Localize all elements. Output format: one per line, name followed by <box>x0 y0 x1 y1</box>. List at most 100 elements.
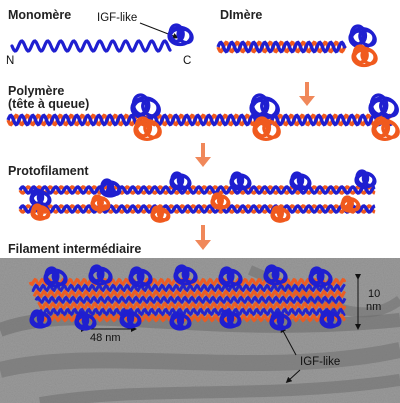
protofilament-strand-top <box>18 185 376 195</box>
filament-igf-bottom-5-loop-3 <box>270 315 283 329</box>
filament-title: Filament intermédiaire <box>8 242 141 256</box>
filament-igf-bottom-2-loop-3 <box>120 313 133 327</box>
down-arrow-icon-head <box>195 157 211 167</box>
filament-igf-bottom-5 <box>269 311 292 331</box>
filament-strand-2 <box>32 289 347 298</box>
protofilament-igf-blue-4 <box>289 171 312 191</box>
igf-like-label-bottom: IGF-like <box>300 356 340 368</box>
filament-igf-bottom-6-loop-3 <box>320 313 333 327</box>
filament-igf-bottom-2 <box>119 309 142 329</box>
n-terminus-label: N <box>6 55 14 67</box>
down-arrow-icon <box>299 82 315 106</box>
dimer-coil <box>216 40 347 54</box>
filament-igf-top-4-loop-3 <box>219 270 233 286</box>
down-arrow-icon-head <box>195 240 211 250</box>
protofilament-strand-bottom <box>18 204 376 214</box>
protofilament-igf-blue-1 <box>99 178 122 198</box>
filament-igf-bottom-4 <box>219 309 242 329</box>
igf-like-callout-line-bottom-1 <box>280 326 297 356</box>
protofilament-igf-blue-0-loop-3 <box>30 192 43 206</box>
igf-like-label-top: IGF-like <box>97 12 137 24</box>
micrograph-fiber-3 <box>39 374 400 403</box>
filament-igf-bottom-3 <box>169 311 192 331</box>
filament-igf-top-3-loop-3 <box>174 268 188 284</box>
polymer-igf-domain-orange-a-loop-3 <box>134 121 150 139</box>
protofilament-igf-orange-0-loop-3 <box>31 206 43 220</box>
polymer-igf-domain-orange-c-loop-3 <box>372 121 388 139</box>
filament-igf-bottom-0 <box>29 309 52 329</box>
polymer-igf-domain-orange-a <box>133 116 162 141</box>
monomer-title: Monomère <box>8 8 71 22</box>
protofilament-igf-orange-3-loop-3 <box>211 195 223 209</box>
diameter-label-line2: nm <box>366 301 381 313</box>
protofilament-strand-bottom-orange-strand <box>18 204 376 214</box>
protofilament-igf-orange-1-loop-3 <box>91 197 103 211</box>
filament-igf-bottom-0-loop-3 <box>30 313 43 327</box>
monomer-coil-strand <box>10 39 172 53</box>
protofilament-igf-orange-4 <box>270 205 291 223</box>
filament-strand-4 <box>37 301 347 311</box>
polymer-igf-domain-orange-c <box>371 116 400 141</box>
down-arrow-icon-head <box>299 96 315 106</box>
protofilament-igf-orange-5 <box>340 195 361 213</box>
monomer-coil <box>10 39 172 53</box>
protofilament-igf-blue-1-loop-3 <box>100 182 113 196</box>
polymer-coil <box>6 113 394 127</box>
dimer-coil-blue-strand <box>216 40 347 54</box>
filament-igf-top-1-loop-3 <box>89 268 103 284</box>
down-arrow-icon <box>195 143 211 167</box>
filament-igf-bottom-6 <box>319 309 342 329</box>
filament-strand-5 <box>38 307 346 317</box>
protofilament-strand-top-orange-strand <box>18 185 376 195</box>
polymer-coil-blue-strand <box>6 113 394 127</box>
filament-igf-bottom-3-loop-3 <box>170 315 183 329</box>
filament-igf-top-6-loop-3 <box>309 270 323 286</box>
igf-like-callout-line-bottom-2 <box>285 369 301 384</box>
polymer-title-line2: (tête à queue) <box>8 97 89 111</box>
polymer-igf-domain-orange-b-loop-3 <box>253 121 269 139</box>
filament-strand-3 <box>34 295 347 304</box>
protofilament-igf-orange-1 <box>90 194 111 212</box>
filament-igf-top-5-loop-3 <box>264 268 278 284</box>
down-arrow-icon <box>195 225 211 250</box>
protofilament-igf-blue-5 <box>354 169 377 189</box>
protofilament-title: Protofilament <box>8 164 89 178</box>
polymer-igf-domain-blue-a-loop-3 <box>131 98 148 117</box>
protofilament-igf-orange-3 <box>210 192 231 210</box>
filament-igf-top-3 <box>173 264 198 286</box>
diameter-label-line1: 10 <box>368 288 380 300</box>
polymer-igf-domain-blue-b <box>249 93 280 120</box>
polymer-igf-domain-orange-b <box>252 116 281 141</box>
filament-igf-top-0 <box>43 266 68 288</box>
polymer-igf-domain-blue-a <box>130 93 161 120</box>
c-terminus-label: C <box>183 55 191 67</box>
filament-igf-bottom-4-loop-3 <box>220 313 233 327</box>
filament-igf-top-2 <box>128 266 153 288</box>
monomer-igf-domain <box>167 23 194 47</box>
polymer-igf-domain-blue-c-loop-3 <box>369 98 386 117</box>
monomer-igf-domain-loop-3 <box>168 28 183 44</box>
filament-igf-top-2-loop-3 <box>129 270 143 286</box>
filament-igf-bottom-1 <box>74 311 97 331</box>
micrograph-panel <box>0 258 400 403</box>
filament-igf-bottom-1-loop-3 <box>75 315 88 329</box>
protofilament-igf-orange-4-loop-3 <box>271 208 283 222</box>
protofilament-igf-orange-2 <box>150 205 171 223</box>
polymer-title-line1: Polymère <box>8 84 64 98</box>
protofilament-igf-orange-0 <box>30 203 51 221</box>
protofilament-strand-top-blue-strand <box>18 185 376 195</box>
filament-strand-1 <box>31 283 346 293</box>
protofilament-igf-blue-3 <box>229 171 252 191</box>
filament-igf-top-1 <box>88 264 113 286</box>
protofilament-igf-blue-5-loop-3 <box>355 173 368 187</box>
protofilament-igf-orange-5-loop-3 <box>341 198 353 212</box>
protofilament-igf-blue-4-loop-3 <box>290 175 303 189</box>
dimer-title: DImère <box>220 8 262 22</box>
protofilament-igf-blue-2-loop-3 <box>170 175 183 189</box>
dimer-igf-domain-blue <box>348 24 377 49</box>
dimer-igf-domain-orange <box>351 44 378 68</box>
protofilament-igf-blue-2 <box>169 171 192 191</box>
filament-igf-top-5 <box>263 264 288 286</box>
